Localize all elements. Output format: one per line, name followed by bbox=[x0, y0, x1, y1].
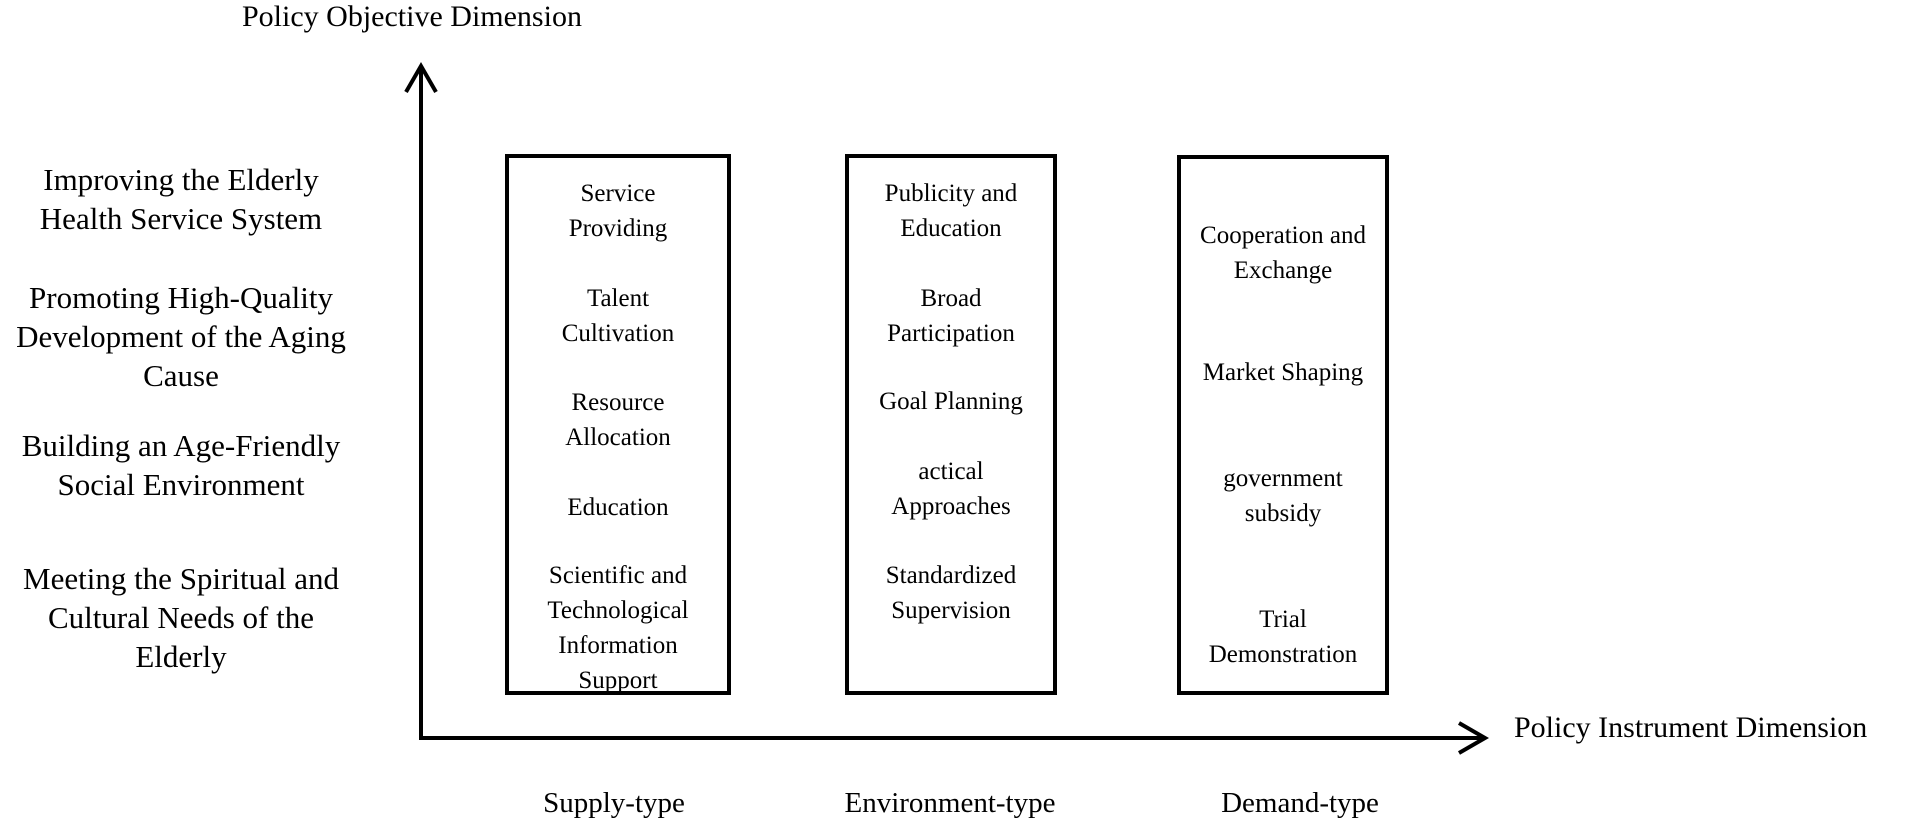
supply-item: Talent Cultivation bbox=[561, 285, 675, 347]
category-demand-type: Demand-type bbox=[1221, 787, 1379, 819]
x-axis-title: Policy Instrument Dimension bbox=[1514, 711, 1868, 744]
environment-item: Goal Planning bbox=[879, 388, 1023, 415]
supply-item: Resource Allocation bbox=[565, 389, 671, 451]
environment-item: Broad Participation bbox=[887, 285, 1015, 347]
demand-item: Trial Demonstration bbox=[1208, 606, 1358, 668]
y-axis-arrowhead bbox=[404, 61, 438, 93]
supply-item: Education bbox=[567, 494, 669, 521]
environment-item: Publicity and Education bbox=[884, 180, 1018, 242]
supply-item: Service Providing bbox=[568, 180, 668, 242]
demand-item: government subsidy bbox=[1223, 465, 1343, 527]
x-axis-arrowhead bbox=[1458, 721, 1490, 755]
objective-label: Promoting High-Quality Development of th… bbox=[16, 280, 346, 393]
demand-item: Market Shaping bbox=[1202, 359, 1364, 386]
demand-item: Cooperation and Exchange bbox=[1200, 222, 1366, 284]
supply-item: Scientific and Technological Information… bbox=[547, 562, 689, 694]
environment-type-box: Publicity and Education Broad Participat… bbox=[845, 154, 1057, 695]
environment-item: Standardized Supervision bbox=[885, 562, 1017, 624]
objective-label: Meeting the Spiritual and Cultural Needs… bbox=[23, 561, 339, 674]
environment-item: actical Approaches bbox=[891, 458, 1011, 520]
objective-label: Building an Age-Friendly Social Environm… bbox=[21, 428, 341, 502]
category-environment-type: Environment-type bbox=[844, 787, 1056, 819]
supply-type-box: Service Providing Talent Cultivation Res… bbox=[505, 154, 731, 695]
objective-label: Improving the Elderly Health Service Sys… bbox=[39, 162, 323, 236]
y-axis-title: Policy Objective Dimension bbox=[242, 0, 582, 33]
demand-type-box: Cooperation and Exchange Market Shaping … bbox=[1177, 155, 1389, 695]
category-supply-type: Supply-type bbox=[543, 787, 685, 819]
